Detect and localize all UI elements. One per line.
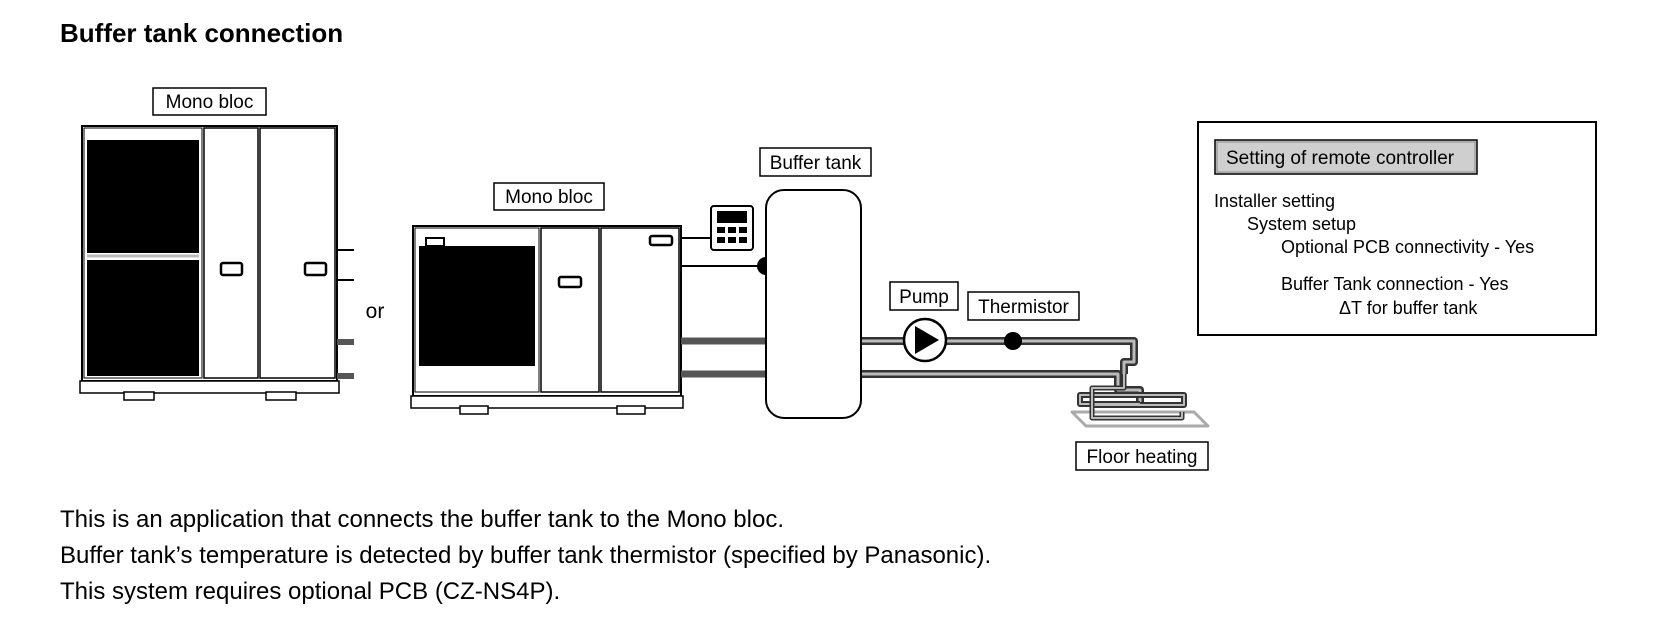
optional-pcb-icon [710,205,754,251]
rc-system-setup: System setup [1247,214,1356,234]
monobloc-large-label: Mono bloc [152,87,267,116]
remote-controller-title: Setting of remote controller [1226,148,1455,169]
page-title: Buffer tank connection [60,18,344,48]
svg-text:Pump: Pump [899,287,949,308]
rc-delta-t-buffer-tank: ΔT for buffer tank [1339,298,1478,318]
thermistor-label: Thermistor [967,291,1080,321]
description-line-2: Buffer tank’s temperature is detected by… [60,542,992,569]
rc-optional-pcb: Optional PCB connectivity - Yes [1281,237,1534,257]
thermistor-icon [1004,332,1022,350]
monobloc-large-unit [79,125,354,401]
pump-icon [902,317,948,363]
floor-heating-icon [1070,374,1210,428]
description-line-1: This is an application that connects the… [60,506,784,533]
rc-installer-setting: Installer setting [1214,191,1335,211]
buffer-tank-label: Buffer tank [759,147,872,177]
monobloc-small-unit [410,225,684,415]
svg-text:Buffer tank: Buffer tank [770,153,862,174]
monobloc-small-label: Mono bloc [493,182,605,211]
description: This is an application that connects the… [60,502,991,610]
pump-label: Pump [889,281,959,311]
or-label: or [366,300,385,323]
svg-text:Mono bloc: Mono bloc [166,92,254,113]
description-line-3: This system requires optional PCB (CZ-NS… [60,578,561,605]
buffer-tank [765,189,862,419]
rc-buffer-tank-connection: Buffer Tank connection - Yes [1281,274,1509,294]
svg-text:Thermistor: Thermistor [978,297,1069,318]
svg-text:Mono bloc: Mono bloc [505,187,593,208]
floor-heating-label: Floor heating [1075,441,1209,471]
remote-controller-settings: Setting of remote controller Installer s… [1197,121,1597,336]
svg-text:Floor heating: Floor heating [1087,447,1198,468]
